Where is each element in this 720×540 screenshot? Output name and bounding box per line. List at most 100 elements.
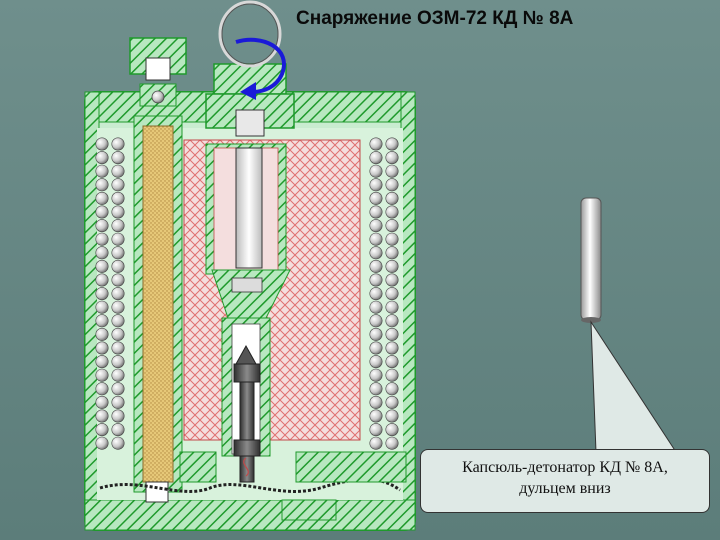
steel-ball [111, 341, 125, 355]
steel-ball [369, 300, 383, 314]
intermediate-charge-tube [133, 115, 183, 503]
steel-ball [95, 287, 109, 301]
left-fragment-column [95, 137, 125, 450]
steel-ball [369, 327, 383, 341]
steel-ball [111, 273, 125, 287]
steel-ball [95, 164, 109, 178]
curved-arrow-icon [235, 37, 286, 100]
steel-ball [111, 409, 125, 423]
steel-ball [385, 246, 399, 260]
bottom-wire [99, 451, 407, 521]
steel-ball [111, 164, 125, 178]
steel-ball [369, 191, 383, 205]
steel-ball [95, 151, 109, 165]
steel-ball [95, 423, 109, 437]
steel-ball [95, 436, 109, 450]
steel-ball [95, 300, 109, 314]
steel-ball [385, 409, 399, 423]
steel-ball [111, 151, 125, 165]
steel-ball [369, 368, 383, 382]
steel-ball [111, 259, 125, 273]
steel-ball [111, 382, 125, 396]
steel-ball [369, 436, 383, 450]
callout-pointer [590, 320, 677, 453]
steel-ball [369, 314, 383, 328]
steel-ball [95, 409, 109, 423]
steel-ball [369, 273, 383, 287]
steel-ball [369, 219, 383, 233]
steel-ball [111, 137, 125, 151]
steel-ball [369, 259, 383, 273]
steel-ball [385, 355, 399, 369]
detonator-cap [580, 197, 602, 323]
steel-ball [385, 191, 399, 205]
steel-ball [369, 395, 383, 409]
steel-ball [369, 151, 383, 165]
pull-ring-icon [218, 0, 282, 68]
steel-ball [111, 327, 125, 341]
fuse-assembly [205, 143, 291, 483]
steel-ball [95, 178, 109, 192]
steel-ball [95, 314, 109, 328]
steel-ball [95, 368, 109, 382]
steel-ball [111, 436, 125, 450]
steel-ball [385, 436, 399, 450]
steel-ball [95, 382, 109, 396]
steel-ball [95, 273, 109, 287]
steel-ball [385, 287, 399, 301]
steel-ball [111, 219, 125, 233]
steel-ball [385, 178, 399, 192]
steel-ball [385, 273, 399, 287]
steel-ball [385, 314, 399, 328]
steel-ball [95, 137, 109, 151]
steel-ball [95, 327, 109, 341]
steel-ball [369, 409, 383, 423]
steel-ball [385, 382, 399, 396]
steel-ball [369, 382, 383, 396]
left-top-cap [129, 37, 187, 107]
steel-ball [385, 205, 399, 219]
steel-ball [385, 300, 399, 314]
callout-line-2: дульцем вниз [519, 480, 611, 497]
steel-ball [111, 178, 125, 192]
steel-ball [111, 423, 125, 437]
callout-line-1: Капсюль-детонатор КД № 8А, [462, 459, 668, 476]
steel-ball [385, 164, 399, 178]
steel-ball [369, 246, 383, 260]
steel-ball [111, 395, 125, 409]
steel-ball [95, 259, 109, 273]
steel-ball [95, 191, 109, 205]
steel-ball [369, 205, 383, 219]
steel-ball [95, 232, 109, 246]
steel-ball [385, 259, 399, 273]
steel-ball [111, 355, 125, 369]
steel-ball [111, 314, 125, 328]
steel-ball [385, 151, 399, 165]
steel-ball [95, 205, 109, 219]
steel-ball [111, 246, 125, 260]
steel-ball [369, 164, 383, 178]
detonator-callout: Капсюль-детонатор КД № 8А, дульцем вниз [420, 449, 710, 513]
steel-ball [369, 355, 383, 369]
steel-ball [95, 341, 109, 355]
slide-title: Снаряжение ОЗМ-72 КД № 8А [296, 8, 574, 29]
steel-ball [385, 137, 399, 151]
steel-ball [385, 232, 399, 246]
steel-ball [111, 300, 125, 314]
steel-ball [385, 341, 399, 355]
steel-ball [369, 232, 383, 246]
steel-ball [95, 395, 109, 409]
steel-ball [95, 246, 109, 260]
steel-ball [95, 219, 109, 233]
steel-ball [369, 341, 383, 355]
steel-ball [369, 137, 383, 151]
steel-ball [385, 423, 399, 437]
steel-ball [385, 327, 399, 341]
steel-ball [95, 355, 109, 369]
steel-ball [369, 423, 383, 437]
steel-ball [369, 287, 383, 301]
steel-ball [111, 205, 125, 219]
steel-ball [369, 178, 383, 192]
steel-ball [385, 368, 399, 382]
